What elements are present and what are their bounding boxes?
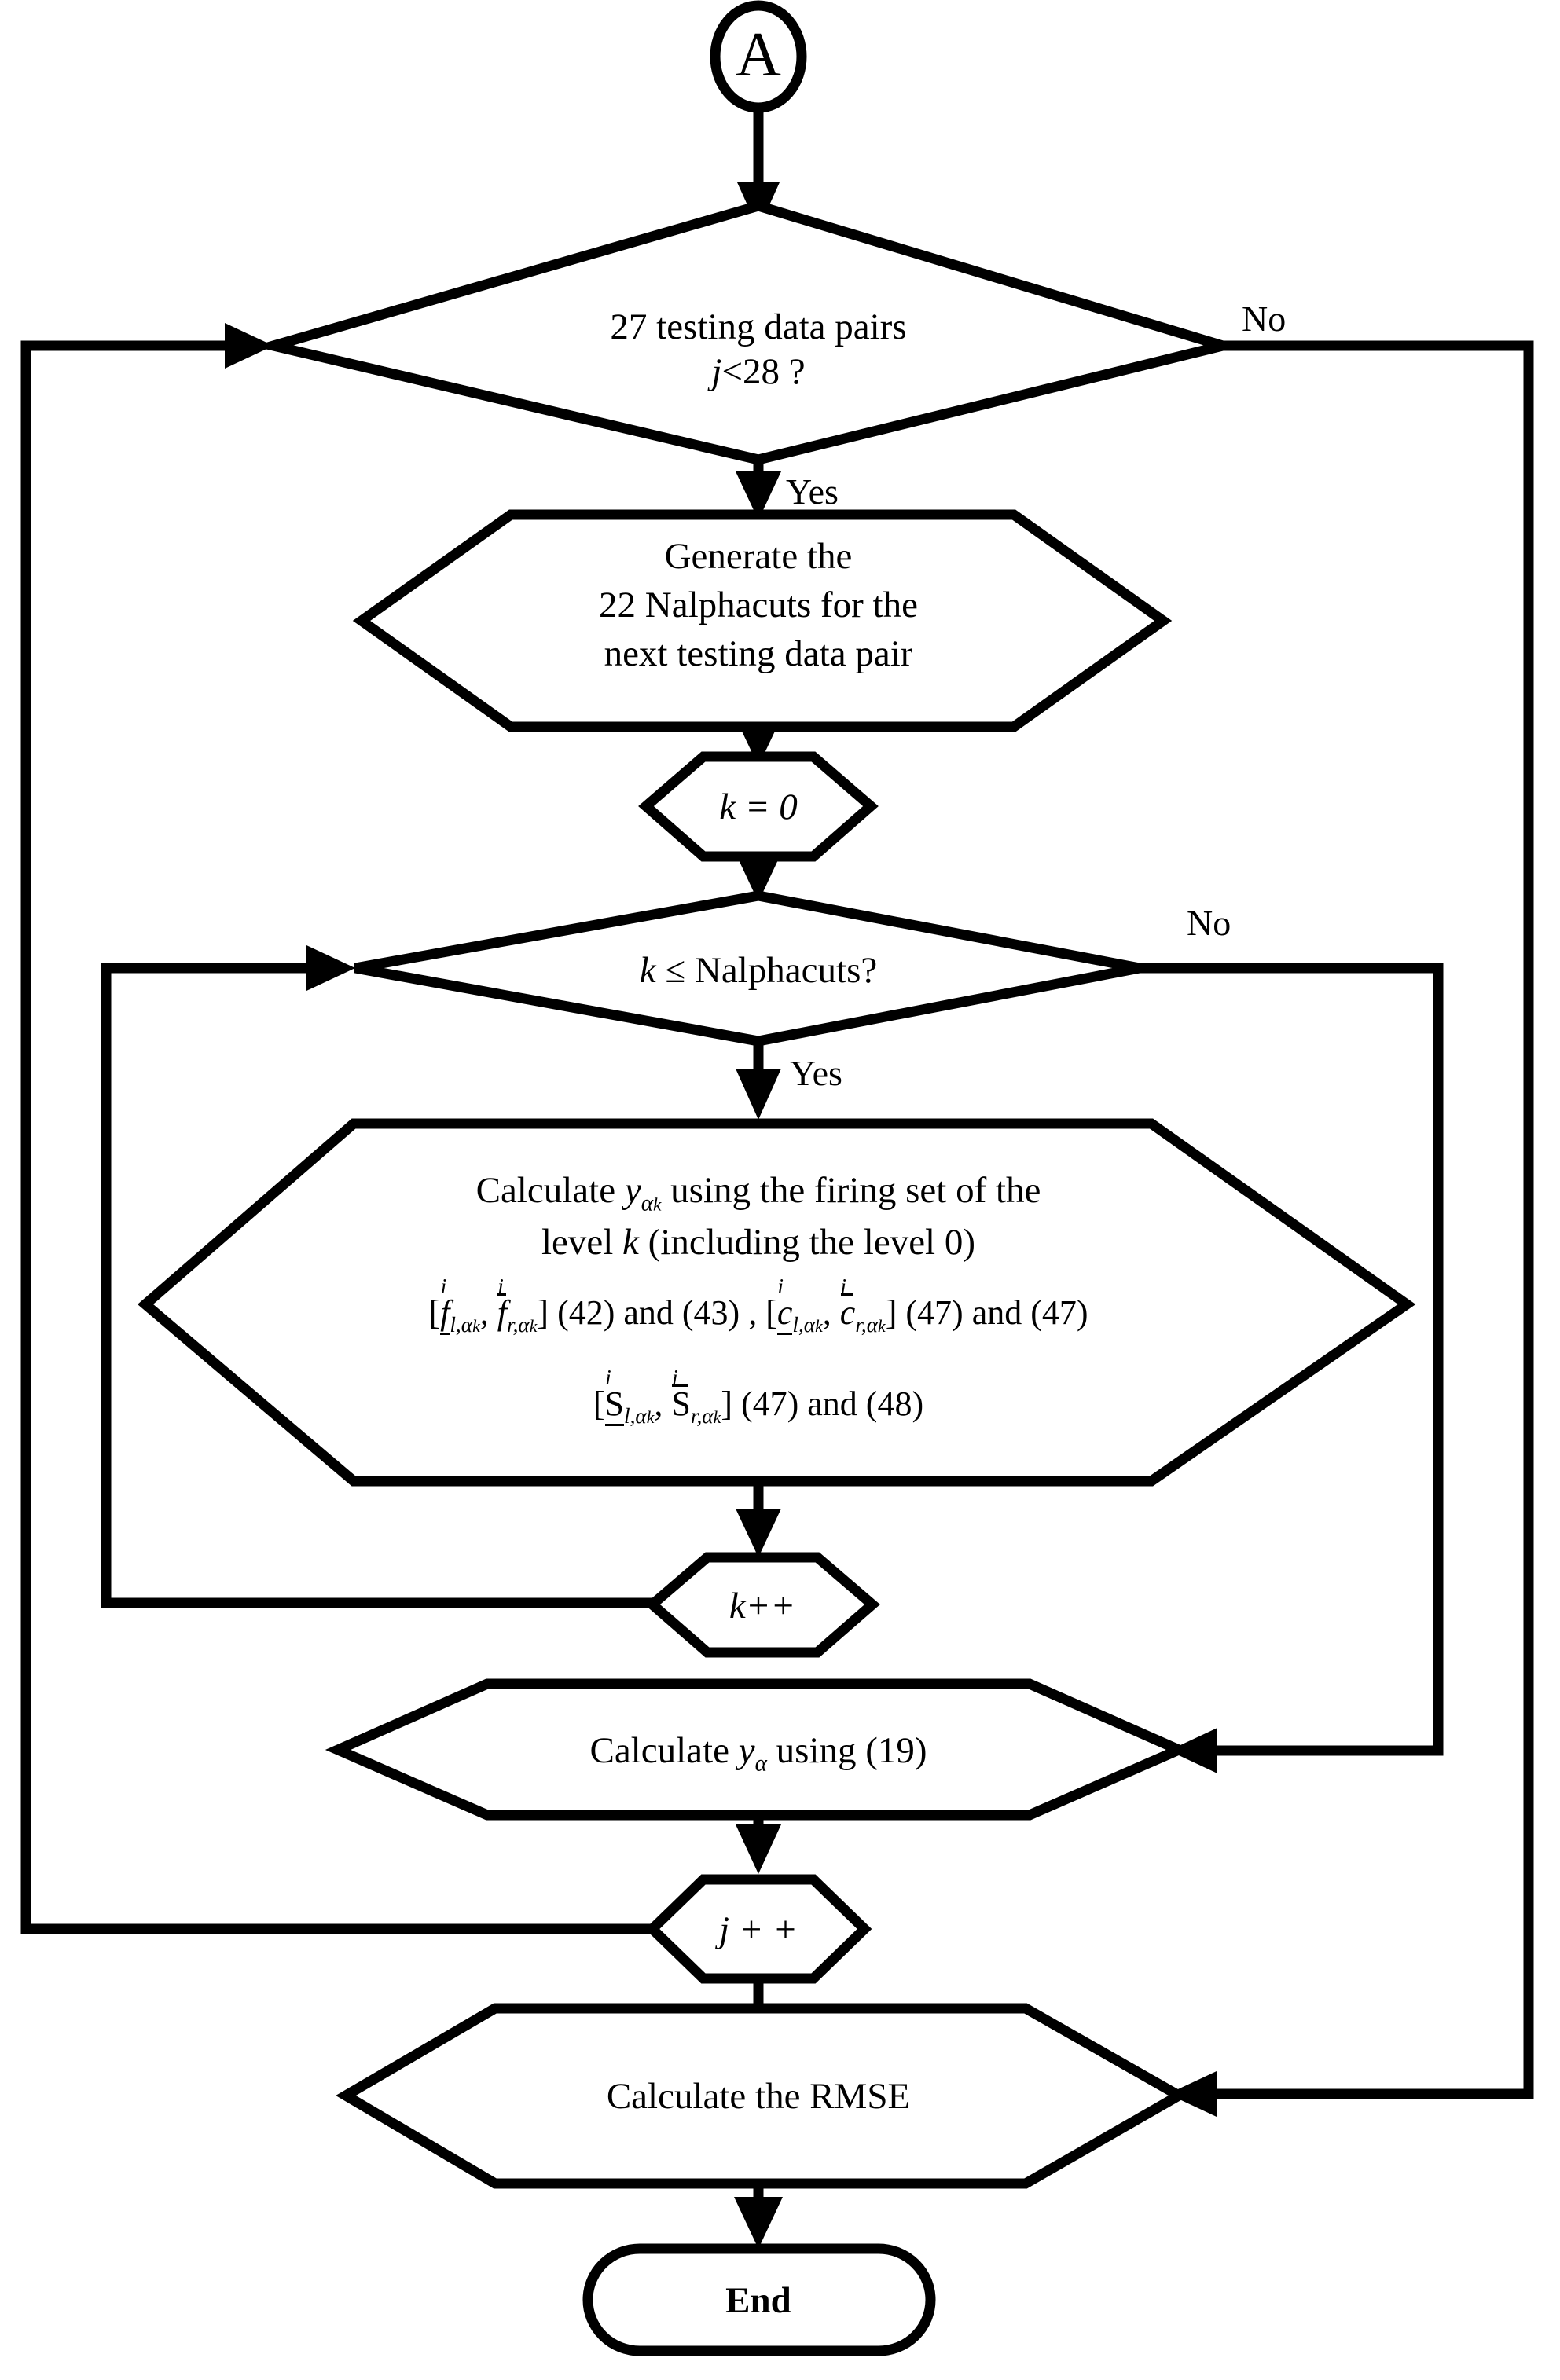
inc-j-shape xyxy=(644,1874,872,1984)
connector-incj-loop-to-decision-testing xyxy=(20,340,659,1934)
process-generate-line2: 22 Nalphacuts for the xyxy=(599,585,918,625)
process-generate-line1: Generate the xyxy=(664,536,853,577)
arrowhead-calculate-to-inck xyxy=(736,1509,781,1557)
decision-alphacuts-cond: ≤ Nalphacuts? xyxy=(655,950,878,991)
y-symbol-2: y xyxy=(738,1730,755,1771)
arrowhead-alphacuts-no-into-yalpha xyxy=(1169,1728,1217,1773)
decision-alphacuts-label: k ≤ Nalphacuts? xyxy=(523,948,994,993)
process-calculate-line2-var: k xyxy=(622,1222,639,1263)
decision-testing-var: j xyxy=(711,351,722,392)
connector-alphacuts-no-to-yalpha xyxy=(1140,963,1444,1756)
formula-c-eq: (47) and (47) xyxy=(905,1293,1088,1332)
decision-testing-cond: <28 ? xyxy=(721,351,806,392)
arrowhead-testing-yes xyxy=(736,471,781,520)
inc-k-label: k++ xyxy=(729,1586,796,1626)
process-calculate-line1-post: using the firing set of the xyxy=(661,1170,1041,1211)
process-calculate-line2: level k (including the level 0) xyxy=(248,1220,1269,1265)
process-calculate-line1-pre: Calculate xyxy=(475,1170,625,1211)
process-calculate-line2-pre: level xyxy=(541,1222,623,1263)
decision-alphacuts-shape xyxy=(354,890,1141,1047)
branch-label-testing-no: No xyxy=(1242,299,1287,339)
formula-s-eq: (47) and (48) xyxy=(740,1384,924,1423)
branch-label-alphacuts-no: No xyxy=(1187,903,1231,943)
alpha-subscript-2: α xyxy=(754,1751,767,1777)
process-rmse-shape xyxy=(336,2003,1190,2189)
decision-testing-shape xyxy=(253,200,1242,465)
process-y-alpha-label: Calculate yα using (19) xyxy=(444,1729,1073,1775)
formula-f-eq: (42) and (43) xyxy=(557,1293,740,1332)
init-k-shape xyxy=(638,751,879,862)
process-generate-line3: next testing data pair xyxy=(604,633,913,674)
y-symbol: y xyxy=(624,1170,641,1211)
inc-j-label: j + + xyxy=(719,1909,798,1950)
terminator-end-shape xyxy=(582,2243,936,2356)
process-calculate-line1: Calculate yαk using the firing set of th… xyxy=(248,1168,1269,1215)
arrowhead-alphacuts-yes xyxy=(736,1069,781,1120)
process-generate-shape xyxy=(352,509,1173,732)
branch-label-testing-yes: Yes xyxy=(786,471,839,512)
decision-testing-line1: 27 testing data pairs xyxy=(610,306,907,347)
init-k-label: k = 0 xyxy=(719,787,798,827)
arrowhead-incj-loop-into-decision xyxy=(225,323,273,369)
k-subsubscript: k xyxy=(652,1194,662,1216)
process-calculate-y-alpha-k: yαk xyxy=(624,1170,662,1215)
connector-inck-loop-to-decision-alphacuts xyxy=(101,963,659,1608)
decision-alphacuts-var: k xyxy=(639,950,656,991)
arrowhead-inck-loop-into-decision xyxy=(306,945,355,991)
connector-a-label: A xyxy=(736,20,781,90)
process-y-alpha-post: using (19) xyxy=(766,1730,927,1771)
branch-label-alphacuts-yes: Yes xyxy=(790,1053,842,1093)
connector-a-shape xyxy=(710,0,807,113)
process-y-alpha-pre: Calculate xyxy=(589,1730,739,1771)
arrowhead-initk-to-decision xyxy=(736,853,781,902)
connector-testing-no-to-rmse xyxy=(1195,340,1534,2099)
process-y-alpha-shape xyxy=(325,1678,1192,1821)
alpha-subscript: α xyxy=(641,1190,653,1216)
formula-comma: , xyxy=(748,1293,758,1332)
y-alpha-symbol: yα xyxy=(738,1730,767,1775)
inc-k-shape xyxy=(644,1552,880,1658)
arrowhead-no-into-rmse xyxy=(1168,2071,1217,2117)
arrowhead-rmse-to-end xyxy=(734,2197,783,2249)
decision-testing-line2: j<28 ? xyxy=(523,350,994,394)
process-calculate-line2-post: (including the level 0) xyxy=(638,1222,976,1263)
process-rmse-label: Calculate the RMSE xyxy=(606,2076,911,2117)
arrowhead-generate-to-initk xyxy=(737,721,780,766)
process-calculate-shape xyxy=(138,1118,1416,1487)
arrowhead-yalpha-to-incj xyxy=(736,1824,781,1874)
terminator-end-label: End xyxy=(725,2280,791,2321)
